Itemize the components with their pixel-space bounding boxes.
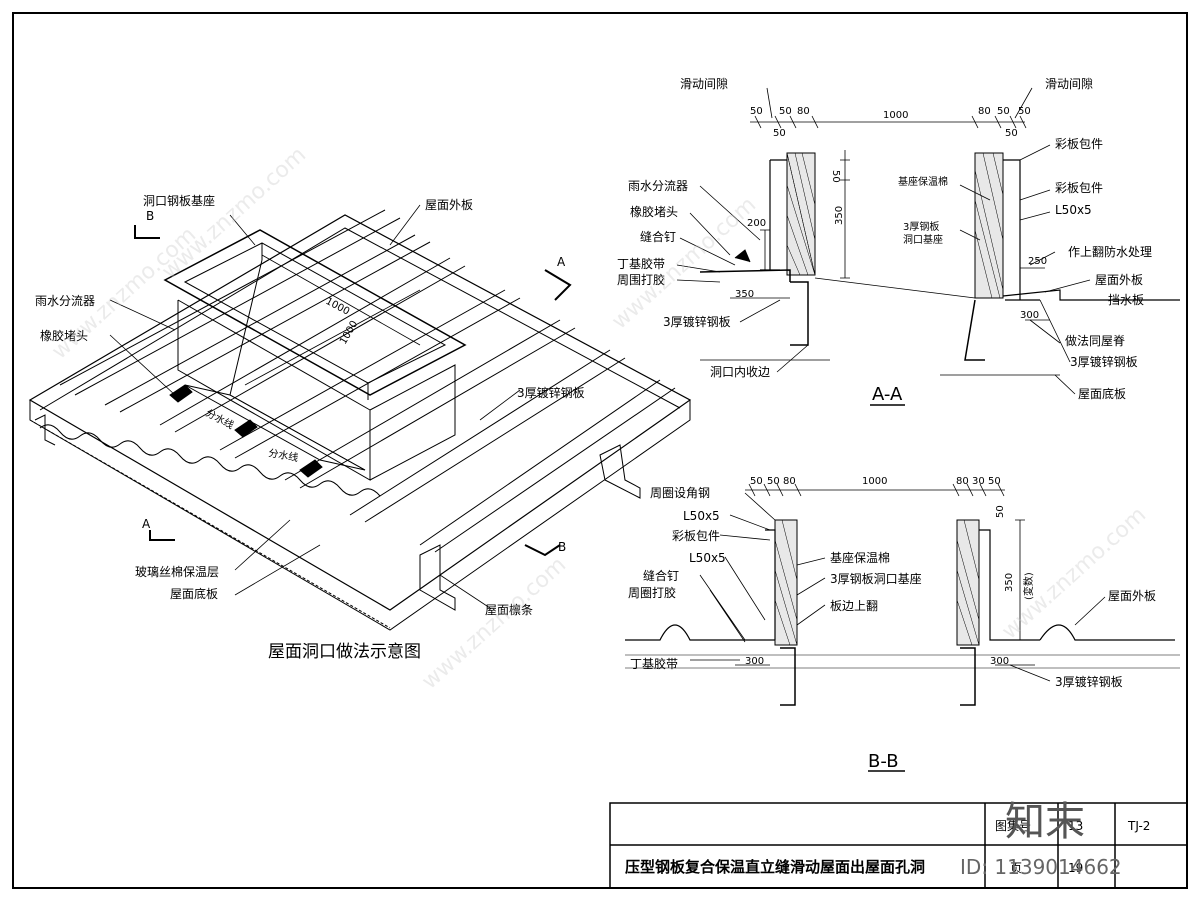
title-block [609,802,1188,889]
iso-label-galv-plate: 3厚镀锌钢板 [517,386,585,400]
iso-label-rubber-plug: 橡胶堵头 [40,328,88,343]
bb-dim-350-v: 350 [1004,573,1015,592]
iso-label-glass-wool: 玻璃丝棉保温层 [135,565,219,579]
aa-bottom-panel: 屋面底板 [1078,386,1126,401]
section-mark-b-top: B [146,209,154,223]
bb-flashing: 彩板包件 [672,529,720,543]
section-bb-geometry [625,483,1180,772]
aa-slide-gap-right: 滑动间隙 [1045,77,1093,91]
bb-dim-50-1: 50 [750,476,763,487]
bb-butyl: 丁基胶带 [630,656,678,671]
aa-ridge: 做法同屋脊 [1065,333,1125,348]
aa-slide-gap-left: 滑动间隙 [680,77,728,91]
section-mark-b-bottom: B [558,540,566,554]
bb-dim-80-2: 80 [956,476,969,487]
section-aa-geometry [676,87,1180,406]
iso-label-bottom-panel: 屋面底板 [170,586,218,601]
aa-seam-nail: 缝合钉 [640,229,676,244]
iso-water-line-a: 分水线 [204,406,237,432]
title-block-main-title: 压型钢板复合保温直立缝滑动屋面出屋面孔洞 [625,858,925,876]
bb-dim-300-right: 300 [990,656,1009,667]
iso-label-base: 洞口钢板基座 [143,193,215,208]
isometric-view [28,204,692,631]
aa-galv-plate: 3厚镀锌钢板 [663,315,731,329]
watermark-id: ID: 1139014662 [960,855,1122,879]
bb-dim-50-3: 50 [988,476,1001,487]
bb-outer-panel: 屋面外板 [1108,589,1156,603]
watermark-site-2: www.znzmo.com [157,142,311,284]
aa-dim-50-1: 50 [750,106,763,117]
bb-glue: 周圈打胶 [628,585,676,600]
bb-corner-angle: 周圈设角钢 [650,486,710,500]
title-block-sheet-code: TJ-2 [1127,819,1150,833]
drawing-frame [12,12,1188,889]
aa-dim-50-2: 50 [779,106,792,117]
aa-stop-plate: 挡水板 [1108,293,1144,307]
section-mark-a-top: A [557,255,566,269]
bb-base-plate: 3厚钢板洞口基座 [830,571,922,586]
bb-height-note: (変数) [1022,572,1035,600]
aa-dim-50-5: 50 [773,128,786,139]
iso-label-splitter: 雨水分流器 [35,294,95,308]
bb-angle-1: L50x5 [683,509,720,523]
aa-angle: L50x5 [1055,203,1092,217]
bb-dim-1000: 1000 [862,476,887,487]
title-block-atlas-no: 13 [1068,819,1083,833]
bb-edge-up: 板边上翻 [830,599,878,613]
aa-rubber-plug: 橡胶堵头 [630,204,678,219]
aa-dim-80-1: 80 [797,106,810,117]
iso-title: 屋面洞口做法示意图 [268,642,421,662]
iso-water-line-b: 分水线 [267,446,299,464]
aa-dim-200: 200 [747,218,766,229]
aa-dim-80-2: 80 [978,106,991,117]
aa-base-plate-2: 洞口基座 [903,233,943,246]
aa-upturn: 作上翻防水处理 [1068,244,1152,259]
aa-outer-panel: 屋面外板 [1095,273,1143,287]
aa-title: A-A [872,384,903,405]
bb-dim-300-left: 300 [745,656,764,667]
bb-dim-50-v: 50 [995,505,1006,518]
aa-flashing-1: 彩板包件 [1055,137,1103,151]
watermark-brand: 知末 [1005,799,1085,845]
aa-butyl: 丁基胶带 [617,256,665,271]
aa-dim-300: 300 [1020,310,1039,321]
aa-dim-50-6: 50 [1005,128,1018,139]
aa-splitter: 雨水分流器 [628,179,688,193]
bb-seam-nail: 缝合钉 [643,568,679,583]
bb-dim-50-2: 50 [767,476,780,487]
aa-inner-edge: 洞口内收边 [710,365,770,379]
bb-angle-2: L50x5 [689,551,726,565]
aa-dim-50-v: 50 [830,170,841,183]
aa-dim-50-3: 50 [997,106,1010,117]
bb-title: B-B [868,751,899,772]
aa-dim-1000: 1000 [883,110,908,121]
aa-flashing-2: 彩板包件 [1055,181,1103,195]
title-block-page-no: 19 [1068,861,1083,875]
aa-base-insul: 基座保温棉 [898,175,948,188]
aa-base-plate-1: 3厚钢板 [903,220,939,233]
bb-galv-plate: 3厚镀锌钢板 [1055,675,1123,689]
aa-dim-350-h: 350 [735,289,754,300]
bb-dim-80-1: 80 [783,476,796,487]
aa-dim-50-4: 50 [1018,106,1031,117]
iso-dim-1000a: 1000 [324,296,352,318]
bb-base-insul: 基座保温棉 [830,550,890,565]
iso-label-outer-panel: 屋面外板 [425,198,473,212]
aa-dim-250: 250 [1028,256,1047,267]
iso-label-purlin: 屋面檩条 [485,602,533,617]
section-mark-a-bottom: A [142,517,151,531]
title-block-atlas-label: 图集号 [995,818,1031,833]
bb-dim-30: 30 [972,476,985,487]
aa-dim-350-v: 350 [834,206,845,225]
aa-galv-plate-right: 3厚镀锌钢板 [1070,355,1138,369]
aa-glue: 周围打胶 [617,272,665,287]
title-block-page-label: 页 [1010,861,1022,875]
